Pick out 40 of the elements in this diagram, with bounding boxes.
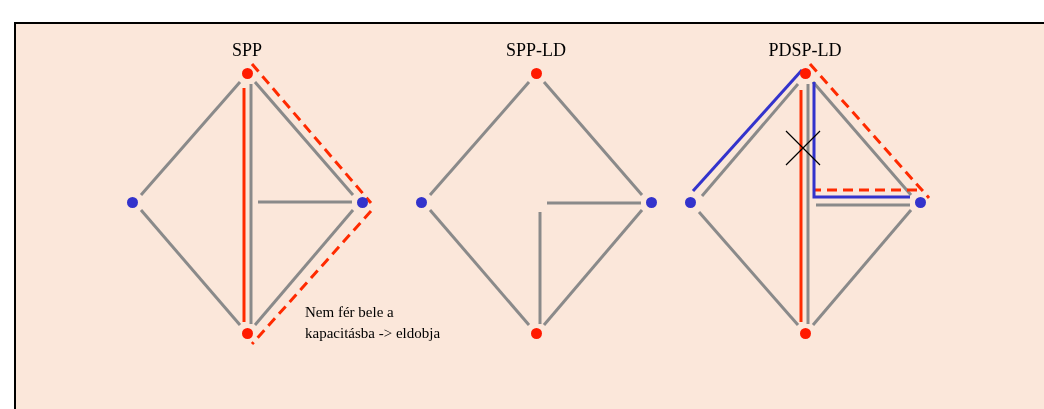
link-line (547, 201, 641, 205)
link-line (700, 83, 800, 197)
network-node-dot (914, 196, 926, 208)
link-line (139, 209, 242, 326)
dashed-path-line (250, 63, 373, 204)
dashed-path-line (250, 210, 373, 345)
network-node-dot (356, 196, 368, 208)
network-node-dot (530, 327, 542, 339)
path-line (799, 90, 803, 322)
network-node-dot (530, 67, 542, 79)
network-node-dot (645, 196, 657, 208)
panel-title: PDSP-LD (767, 40, 843, 61)
link-line (139, 81, 242, 196)
link-line (816, 203, 910, 207)
link-line (249, 84, 253, 324)
network-node-dot (241, 67, 253, 79)
link-line (542, 209, 644, 326)
link-line (428, 209, 531, 326)
link-line (258, 200, 352, 204)
path-line (242, 88, 246, 322)
network-node-dot (684, 196, 696, 208)
network-node-dot (241, 327, 253, 339)
link-line (697, 211, 800, 326)
dashed-path-line (815, 188, 917, 192)
network-node-dot (799, 67, 811, 79)
link-line (811, 209, 913, 326)
network-node-dot (126, 196, 138, 208)
panel-title: SPP (230, 40, 263, 61)
network-node-dot (799, 327, 811, 339)
panel-title: SPP-LD (505, 40, 567, 61)
note-text: Nem fér bele a kapacitásba -> eldobja (305, 303, 442, 343)
link-line (253, 209, 355, 326)
link-line (253, 81, 355, 196)
link-line (542, 81, 644, 196)
network-node-dot (415, 196, 427, 208)
link-line (806, 84, 810, 324)
dashed-path-line (808, 63, 931, 199)
link-line (428, 81, 531, 196)
path-line (691, 69, 804, 192)
link-line (538, 212, 542, 324)
